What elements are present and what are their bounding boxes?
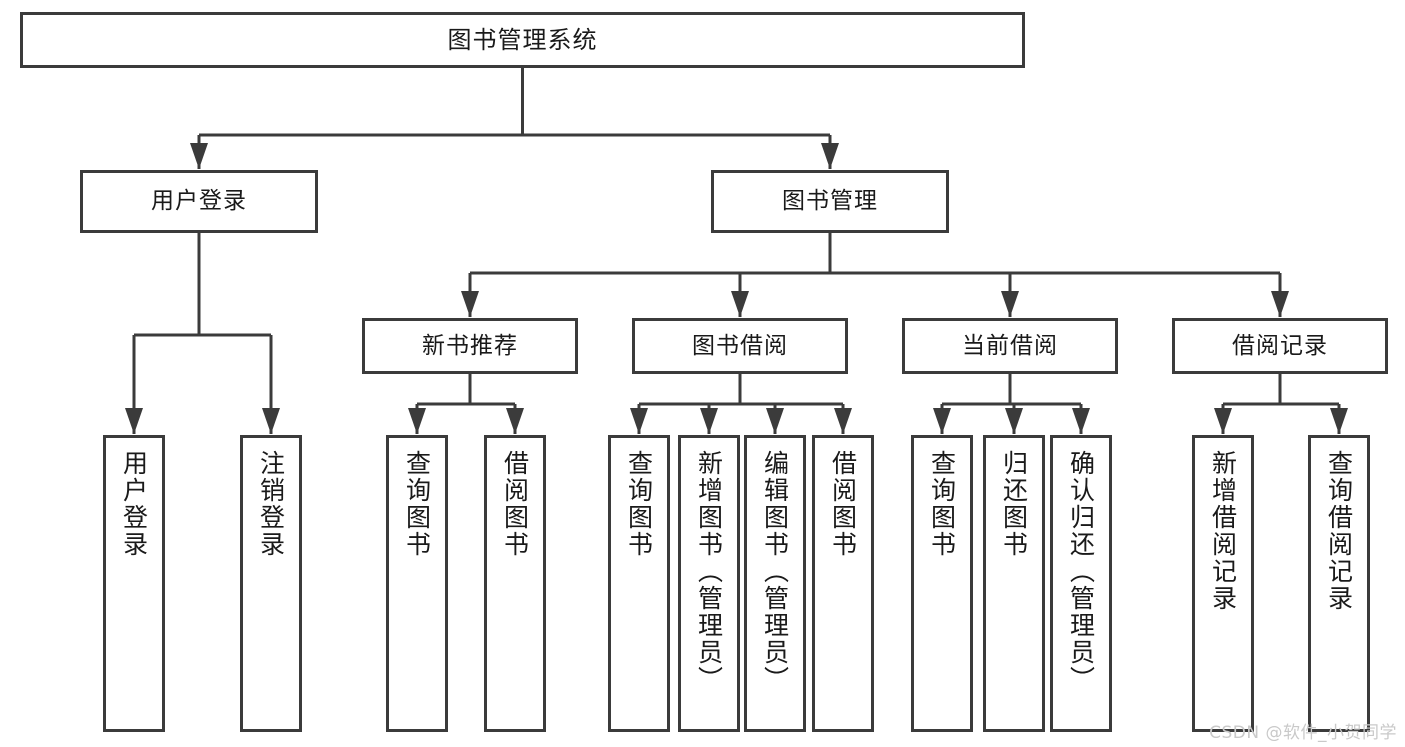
node-l-c-return[interactable]: 归还图书	[983, 435, 1045, 732]
node-l-c-query[interactable]: 查询图书	[911, 435, 973, 732]
node-label: 新书推荐	[422, 332, 518, 359]
node-login[interactable]: 用户登录	[80, 170, 318, 233]
node-label: 确认归还（管理员）	[1066, 450, 1096, 693]
node-label: 用户登录	[151, 188, 247, 215]
node-l-nb-borrow[interactable]: 借阅图书	[484, 435, 546, 732]
node-l-b-add[interactable]: 新增图书（管理员）	[678, 435, 740, 732]
node-label: 用户登录	[119, 450, 149, 558]
node-label: 归还图书	[999, 450, 1029, 558]
node-current[interactable]: 当前借阅	[902, 318, 1118, 374]
node-label: 查询图书	[624, 450, 654, 558]
node-l-b-edit[interactable]: 编辑图书（管理员）	[744, 435, 806, 732]
node-l-b-borrow[interactable]: 借阅图书	[812, 435, 874, 732]
node-label: 编辑图书（管理员）	[760, 450, 790, 693]
watermark: CSDN @软件_小贺同学	[1209, 723, 1397, 743]
node-l-logout[interactable]: 注销登录	[240, 435, 302, 732]
node-label: 图书管理系统	[447, 26, 598, 54]
node-l-r-query[interactable]: 查询借阅记录	[1308, 435, 1370, 732]
node-l-r-add[interactable]: 新增借阅记录	[1192, 435, 1254, 732]
node-label: 借阅图书	[500, 450, 530, 558]
node-root[interactable]: 图书管理系统	[20, 12, 1025, 68]
node-records[interactable]: 借阅记录	[1172, 318, 1388, 374]
node-label: 图书借阅	[692, 332, 788, 359]
node-bookmgmt[interactable]: 图书管理	[711, 170, 949, 233]
node-newbooks[interactable]: 新书推荐	[362, 318, 578, 374]
node-label: 当前借阅	[962, 332, 1058, 359]
node-label: 查询图书	[927, 450, 957, 558]
node-l-login[interactable]: 用户登录	[103, 435, 165, 732]
node-label: 借阅记录	[1232, 332, 1328, 359]
node-l-nb-query[interactable]: 查询图书	[386, 435, 448, 732]
node-l-c-confirm[interactable]: 确认归还（管理员）	[1050, 435, 1112, 732]
node-label: 借阅图书	[828, 450, 858, 558]
node-borrow[interactable]: 图书借阅	[632, 318, 848, 374]
node-label: 注销登录	[256, 450, 286, 558]
node-label: 新增借阅记录	[1208, 450, 1238, 612]
node-label: 查询图书	[402, 450, 432, 558]
node-label: 图书管理	[782, 188, 878, 215]
node-l-b-query[interactable]: 查询图书	[608, 435, 670, 732]
node-label: 新增图书（管理员）	[694, 450, 724, 693]
node-label: 查询借阅记录	[1324, 450, 1354, 612]
